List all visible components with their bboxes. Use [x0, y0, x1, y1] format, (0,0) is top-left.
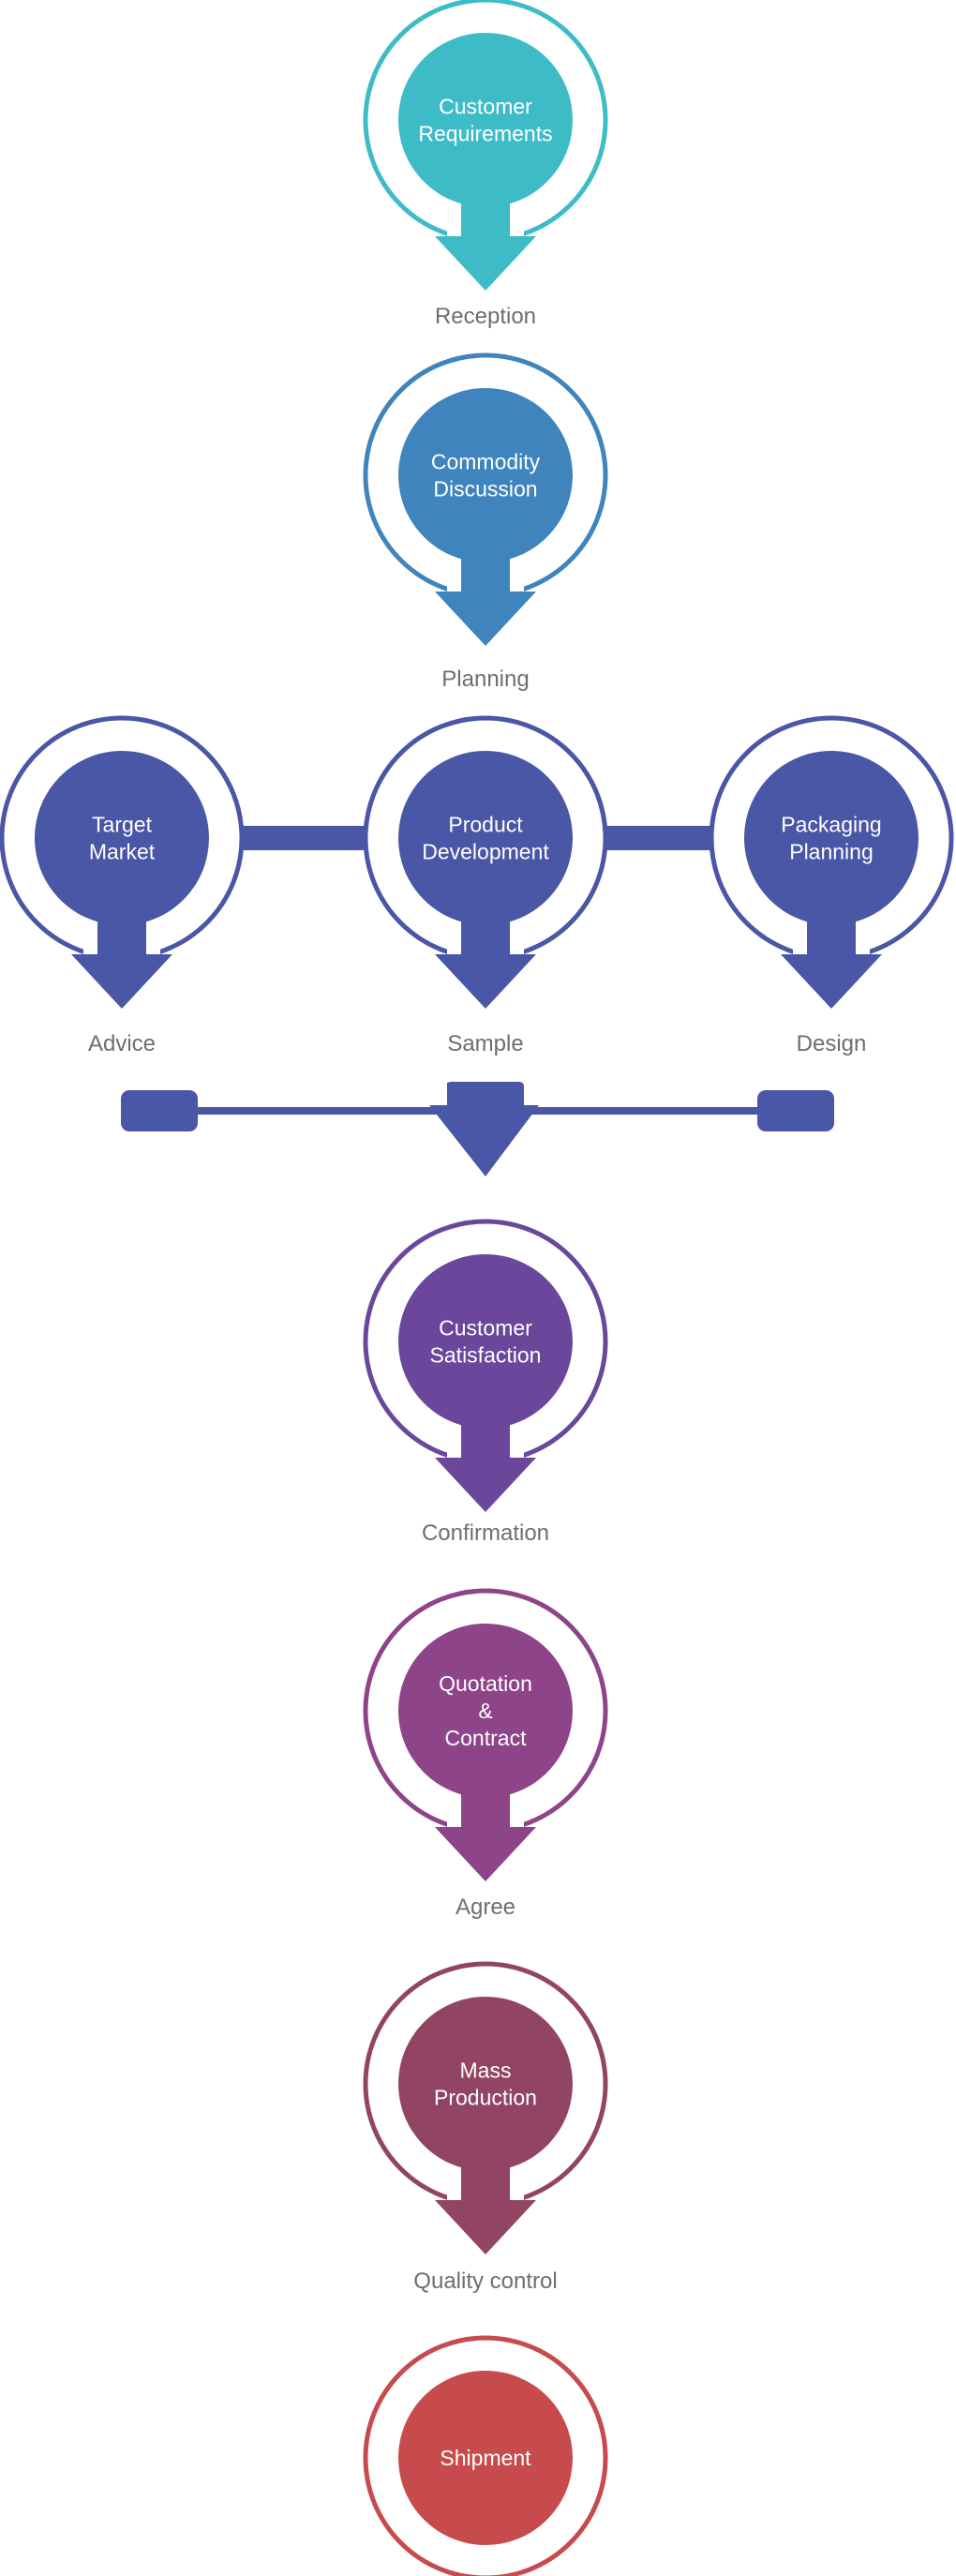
node-pointer — [435, 1407, 536, 1512]
step-caption: Confirmation — [422, 1520, 549, 1546]
node-label: Requirements — [418, 122, 552, 146]
node-circle — [398, 33, 573, 207]
node-shipment: Shipment — [363, 2335, 608, 2576]
node-label: Customer — [439, 95, 532, 119]
node-label: Packaging — [781, 813, 881, 837]
node-label: Contract — [445, 1726, 528, 1750]
node-label: Target — [92, 813, 153, 837]
node-quotation-contract: Quotation & Contract — [363, 1588, 608, 1881]
step-caption: Design — [797, 1031, 867, 1056]
node-circle — [35, 751, 209, 925]
node-circle — [398, 751, 573, 925]
node-circle — [398, 2371, 573, 2545]
merge-connector-right-tab — [757, 1090, 834, 1131]
node-pointer — [435, 541, 536, 646]
node-label: Quotation — [439, 1671, 532, 1696]
step-caption: Planning — [441, 666, 529, 692]
node-circle — [744, 751, 919, 925]
node-circle — [398, 1997, 573, 2171]
node-pointer — [435, 2149, 536, 2254]
step-caption: Agree — [456, 1895, 515, 1920]
node-label: & — [478, 1699, 492, 1723]
node-label: Satisfaction — [430, 1343, 542, 1368]
node-label: Planning — [789, 840, 874, 864]
node-circle — [398, 1624, 573, 1798]
node-label: Discussion — [433, 477, 537, 502]
merge-connector-arrow — [429, 1082, 539, 1176]
node-pointer — [435, 1776, 536, 1881]
merge-connector-left-tab — [121, 1090, 198, 1131]
node-circle — [398, 388, 573, 562]
node-pointer — [71, 904, 172, 1009]
node-label: Market — [89, 840, 156, 864]
node-circle — [398, 1254, 573, 1429]
node-pointer — [781, 904, 882, 1009]
step-caption: Quality control — [413, 2269, 557, 2294]
node-label: Mass — [460, 2059, 512, 2083]
step-caption: Sample — [447, 1031, 523, 1056]
node-label: Commodity — [431, 450, 541, 474]
node-label: Shipment — [440, 2446, 531, 2470]
step-caption: Reception — [435, 304, 536, 329]
step-caption: Advice — [88, 1031, 156, 1056]
node-label: Product — [448, 813, 523, 837]
node-label: Production — [434, 2086, 537, 2110]
node-pointer — [435, 904, 536, 1009]
node-label: Development — [422, 840, 549, 864]
node-pointer — [435, 186, 536, 291]
node-label: Customer — [439, 1316, 532, 1340]
